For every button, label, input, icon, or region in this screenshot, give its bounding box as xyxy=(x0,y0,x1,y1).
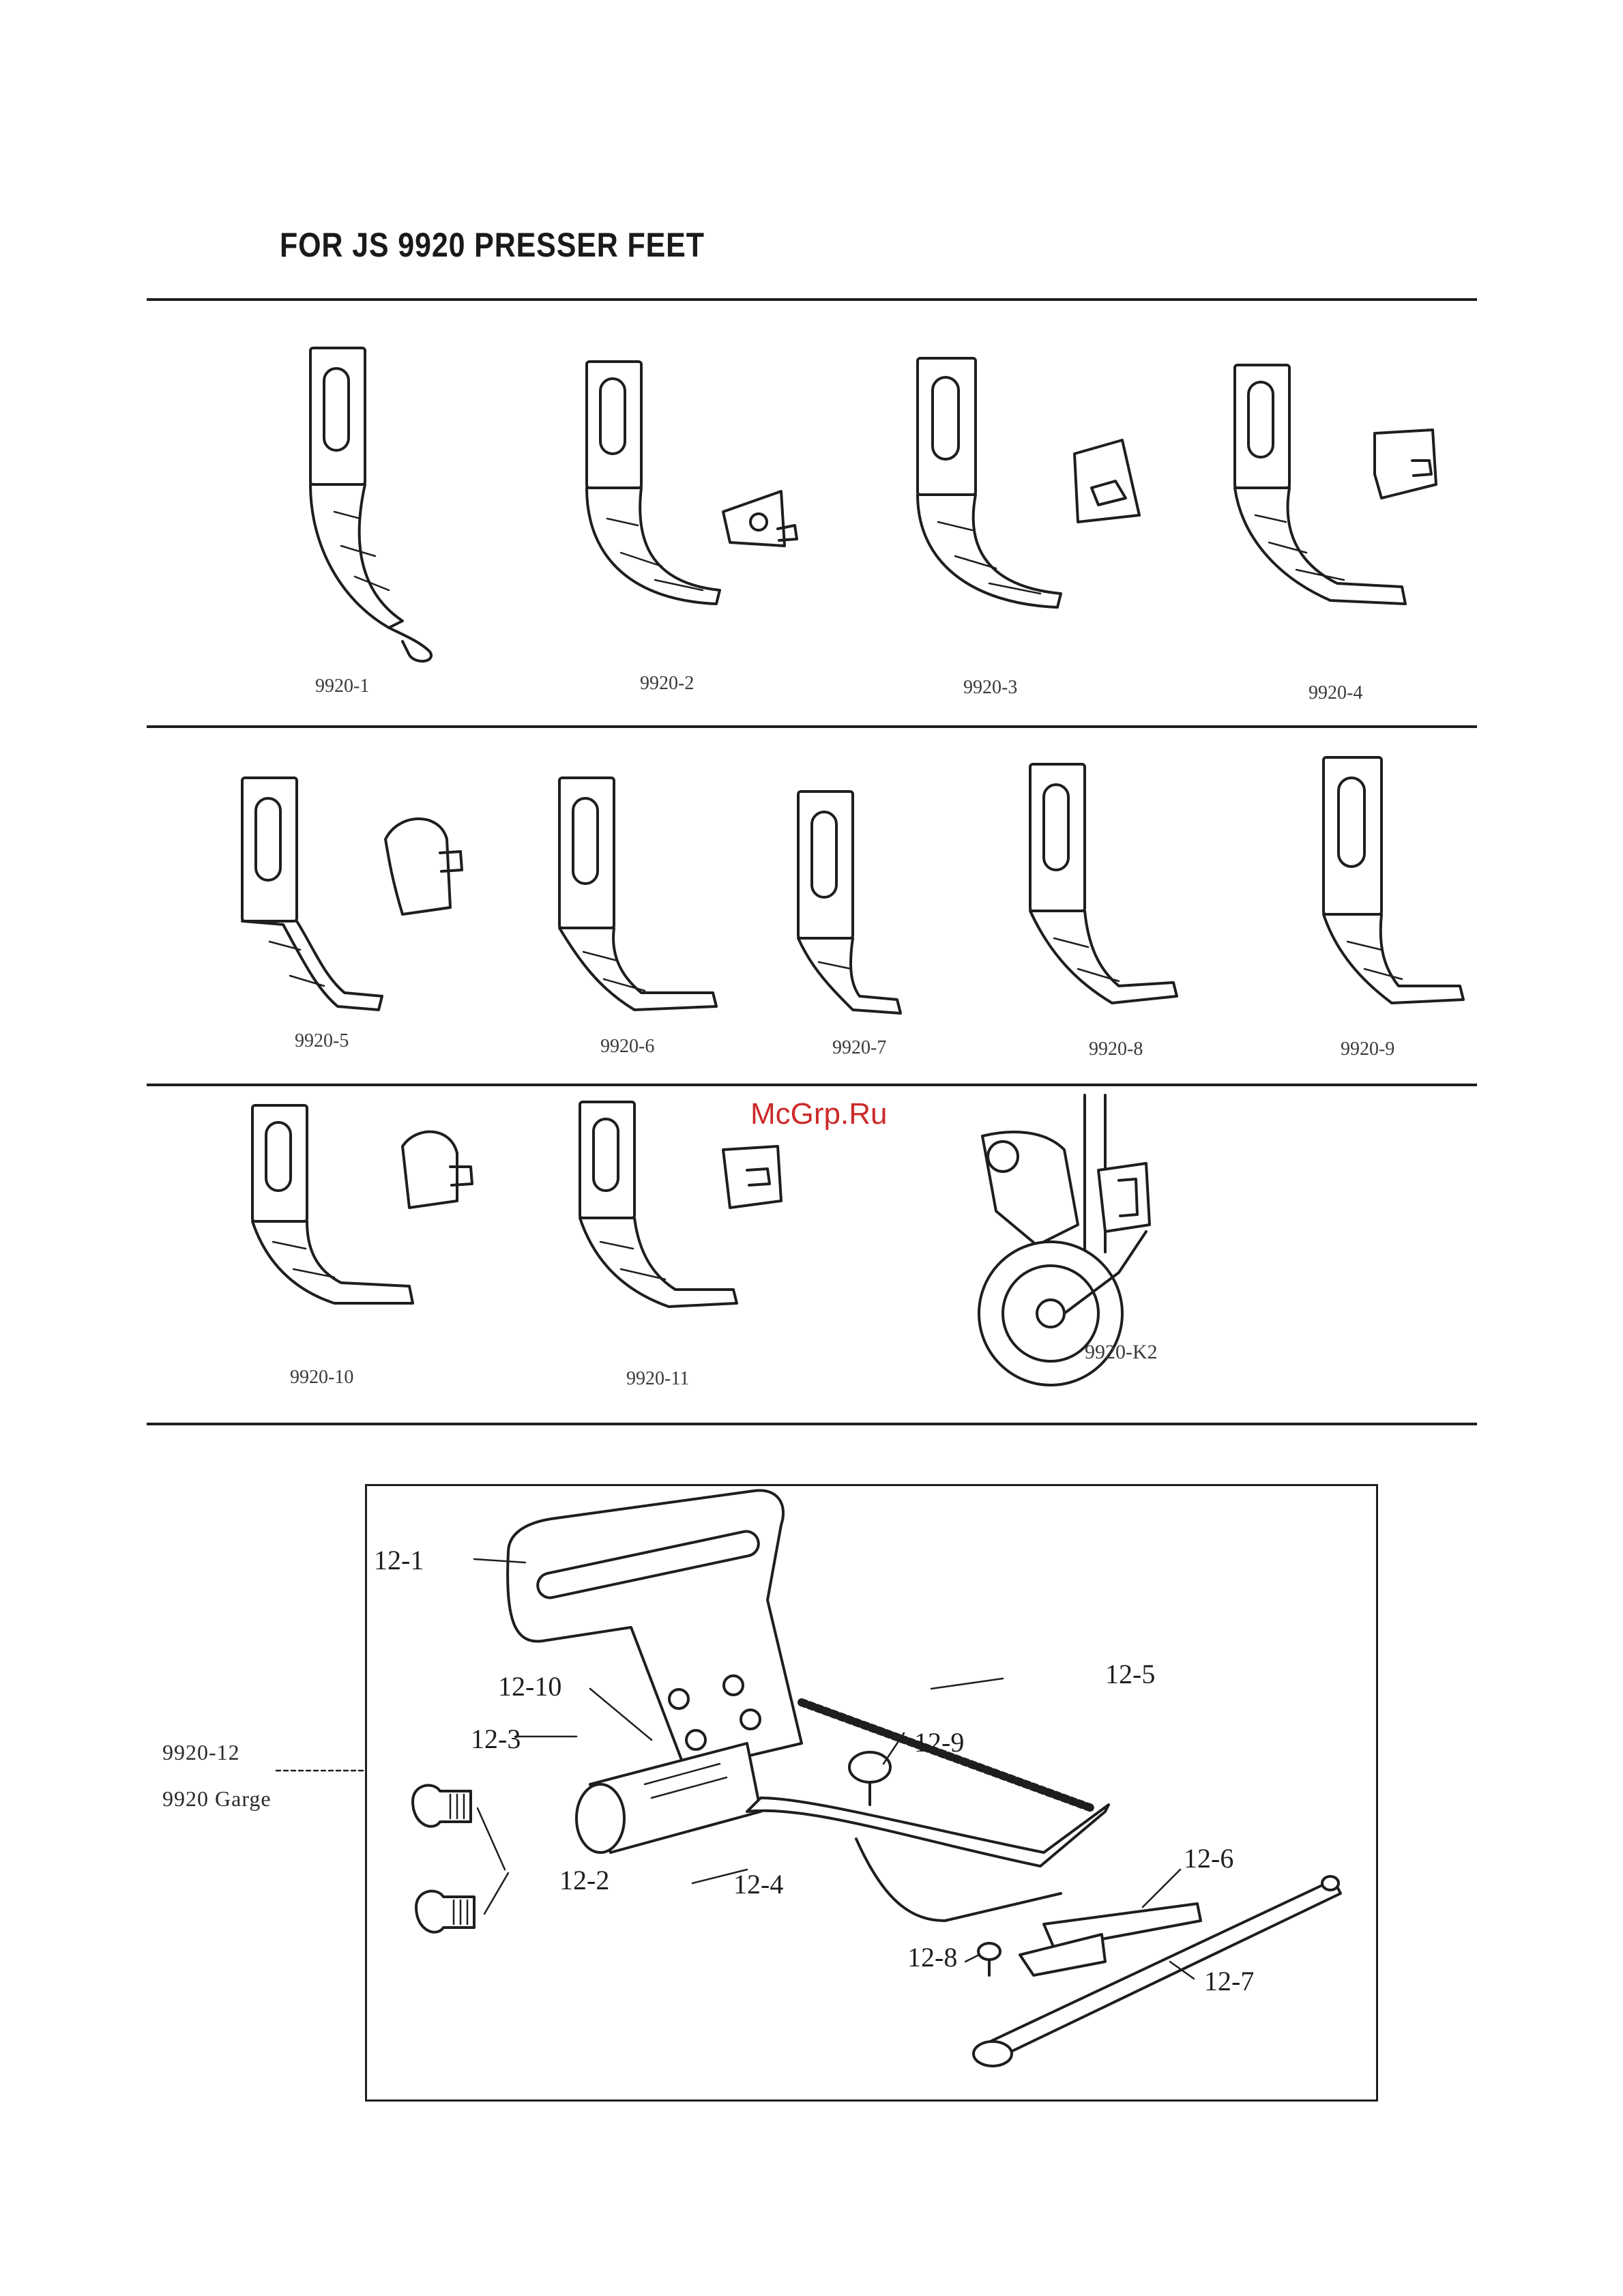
presser-foot-9920-9-illustration xyxy=(1317,751,1508,1030)
callout-12-9: 12-9 xyxy=(914,1726,964,1758)
caption-9920-10: 9920-10 xyxy=(290,1367,353,1389)
rule-top xyxy=(147,298,1477,301)
caption-9920-3: 9920-3 xyxy=(963,677,1017,699)
caption-9920-k2: 9920-K2 xyxy=(1085,1341,1158,1364)
presser-foot-9920-7-illustration xyxy=(791,785,962,1030)
assembly-name-label: 9920 Garge xyxy=(162,1786,272,1812)
callout-12-2: 12-2 xyxy=(559,1864,609,1896)
caption-9920-8: 9920-8 xyxy=(1089,1038,1143,1060)
presser-foot-9920-10-illustration xyxy=(246,1099,505,1324)
presser-foot-9920-1-illustration xyxy=(300,341,464,662)
caption-9920-11: 9920-11 xyxy=(626,1368,689,1390)
rule-row2 xyxy=(147,1084,1477,1086)
callout-12-6: 12-6 xyxy=(1184,1842,1233,1874)
presser-foot-9920-2-illustration xyxy=(580,355,853,641)
presser-foot-9920-6-illustration xyxy=(553,771,757,1030)
assembly-leader-line xyxy=(276,1767,365,1774)
gauge-assembly-exploded-illustration xyxy=(365,1484,1378,2102)
caption-9920-4: 9920-4 xyxy=(1308,682,1362,704)
callout-12-7: 12-7 xyxy=(1204,1965,1254,1997)
callout-12-5: 12-5 xyxy=(1105,1658,1155,1690)
page-title: FOR JS 9920 PRESSER FEET xyxy=(280,225,705,265)
caption-9920-6: 9920-6 xyxy=(600,1036,654,1058)
watermark-text: McGrp.Ru xyxy=(750,1097,887,1131)
caption-9920-5: 9920-5 xyxy=(295,1030,349,1052)
callout-12-10: 12-10 xyxy=(498,1670,561,1702)
caption-9920-1: 9920-1 xyxy=(315,675,369,697)
assembly-code-label: 9920-12 xyxy=(162,1740,240,1765)
callout-12-4: 12-4 xyxy=(733,1868,783,1900)
callout-12-8: 12-8 xyxy=(907,1941,957,1973)
caption-9920-7: 9920-7 xyxy=(832,1037,886,1059)
callout-12-1: 12-1 xyxy=(374,1544,424,1576)
caption-9920-2: 9920-2 xyxy=(640,673,694,695)
caption-9920-9: 9920-9 xyxy=(1341,1038,1394,1060)
presser-foot-9920-3-illustration xyxy=(911,351,1197,638)
presser-foot-9920-5-illustration xyxy=(235,771,495,1037)
rule-row3 xyxy=(147,1423,1477,1425)
presser-foot-9920-4-illustration xyxy=(1228,358,1487,631)
callout-12-3: 12-3 xyxy=(471,1723,521,1755)
presser-foot-9920-8-illustration xyxy=(1023,757,1228,1030)
rule-row1 xyxy=(147,725,1477,728)
roller-foot-9920-k2-illustration xyxy=(955,1088,1194,1402)
